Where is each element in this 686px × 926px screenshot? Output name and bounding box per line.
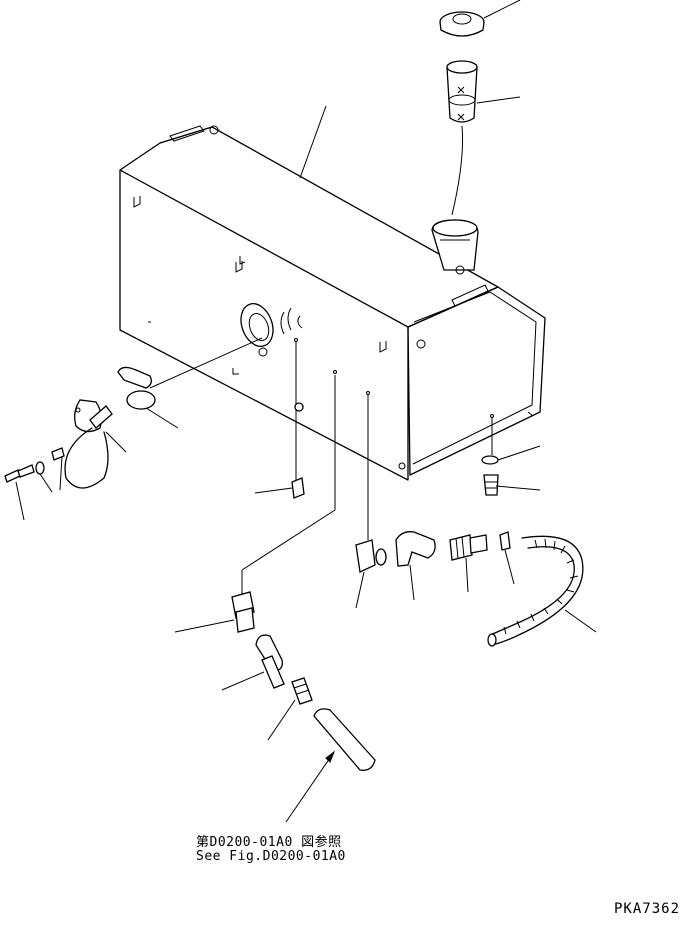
drain-tube — [313, 708, 376, 771]
reference-note-en: See Fig.D0200-01A0 — [196, 849, 346, 864]
sender-float — [117, 366, 152, 389]
hose-clamp-small — [499, 531, 511, 551]
leader-lines — [15, 0, 597, 741]
reference-arrow — [285, 750, 336, 823]
tank-side-face — [407, 286, 546, 476]
sender-gasket — [126, 390, 156, 410]
sender-flange — [240, 303, 303, 357]
tube-elbow — [395, 531, 436, 567]
mount-bolt-top — [209, 125, 219, 135]
filler-neck — [431, 219, 479, 275]
tank-top-face — [119, 126, 499, 328]
drain-elbow-fitting — [231, 570, 255, 633]
tank-front-face — [119, 169, 409, 481]
tank-side-panel — [412, 291, 537, 465]
filler-cap — [439, 11, 485, 37]
side-bracket — [451, 284, 489, 307]
fuel-tank — [119, 125, 546, 481]
elbow-fitting-center — [355, 526, 387, 573]
page-code: PKA7362 — [614, 901, 681, 917]
mount-bolt-lower — [398, 462, 406, 470]
top-bracket — [169, 125, 205, 142]
drain-washer — [481, 455, 499, 465]
mounting-bolt — [4, 447, 65, 483]
assembly-guide-lines — [149, 337, 494, 571]
drain-nipple — [291, 677, 313, 705]
mount-bolt-side — [416, 339, 426, 349]
drain-hose — [487, 535, 584, 647]
filler-strainer — [446, 60, 478, 216]
hose-nipple — [449, 534, 488, 561]
drain-cock — [255, 634, 285, 689]
drain-plug — [483, 474, 499, 496]
reference-note-jp: 第D0200-01A0 図参照 — [196, 835, 342, 850]
fuel-level-sender — [64, 366, 156, 489]
